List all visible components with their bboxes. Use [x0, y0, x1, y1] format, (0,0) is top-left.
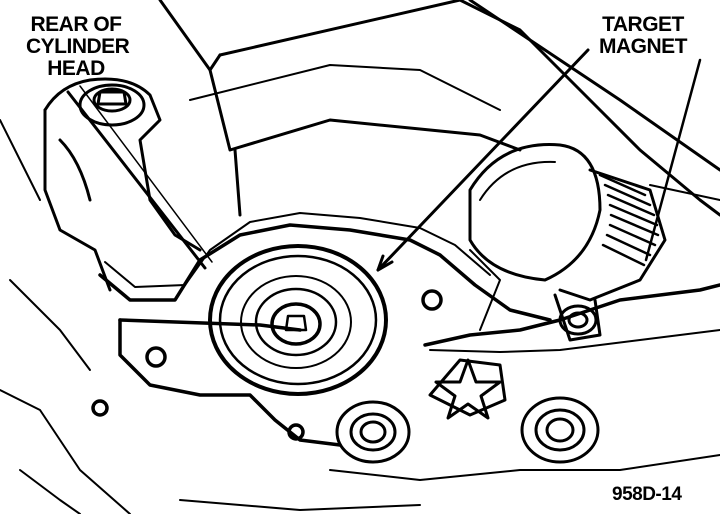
target-magnet-leader — [376, 48, 590, 272]
sensor-connector — [468, 143, 720, 342]
rear-of-cylinder-head-label: REAR OF CYLINDER HEAD — [26, 13, 130, 80]
head-bolt-bracket — [43, 77, 202, 292]
pentastar-emblem — [434, 358, 502, 420]
clamp-leader — [644, 58, 702, 262]
target-magnet-label: TARGET MAGNET — [599, 13, 688, 58]
rear-head-leader — [66, 90, 207, 270]
leader-lines — [66, 48, 702, 272]
target-magnet — [208, 244, 388, 396]
sensor-cover-plate — [91, 212, 720, 447]
lower-bosses — [179, 358, 720, 511]
figure-id-label: 958D-14 — [612, 484, 682, 505]
